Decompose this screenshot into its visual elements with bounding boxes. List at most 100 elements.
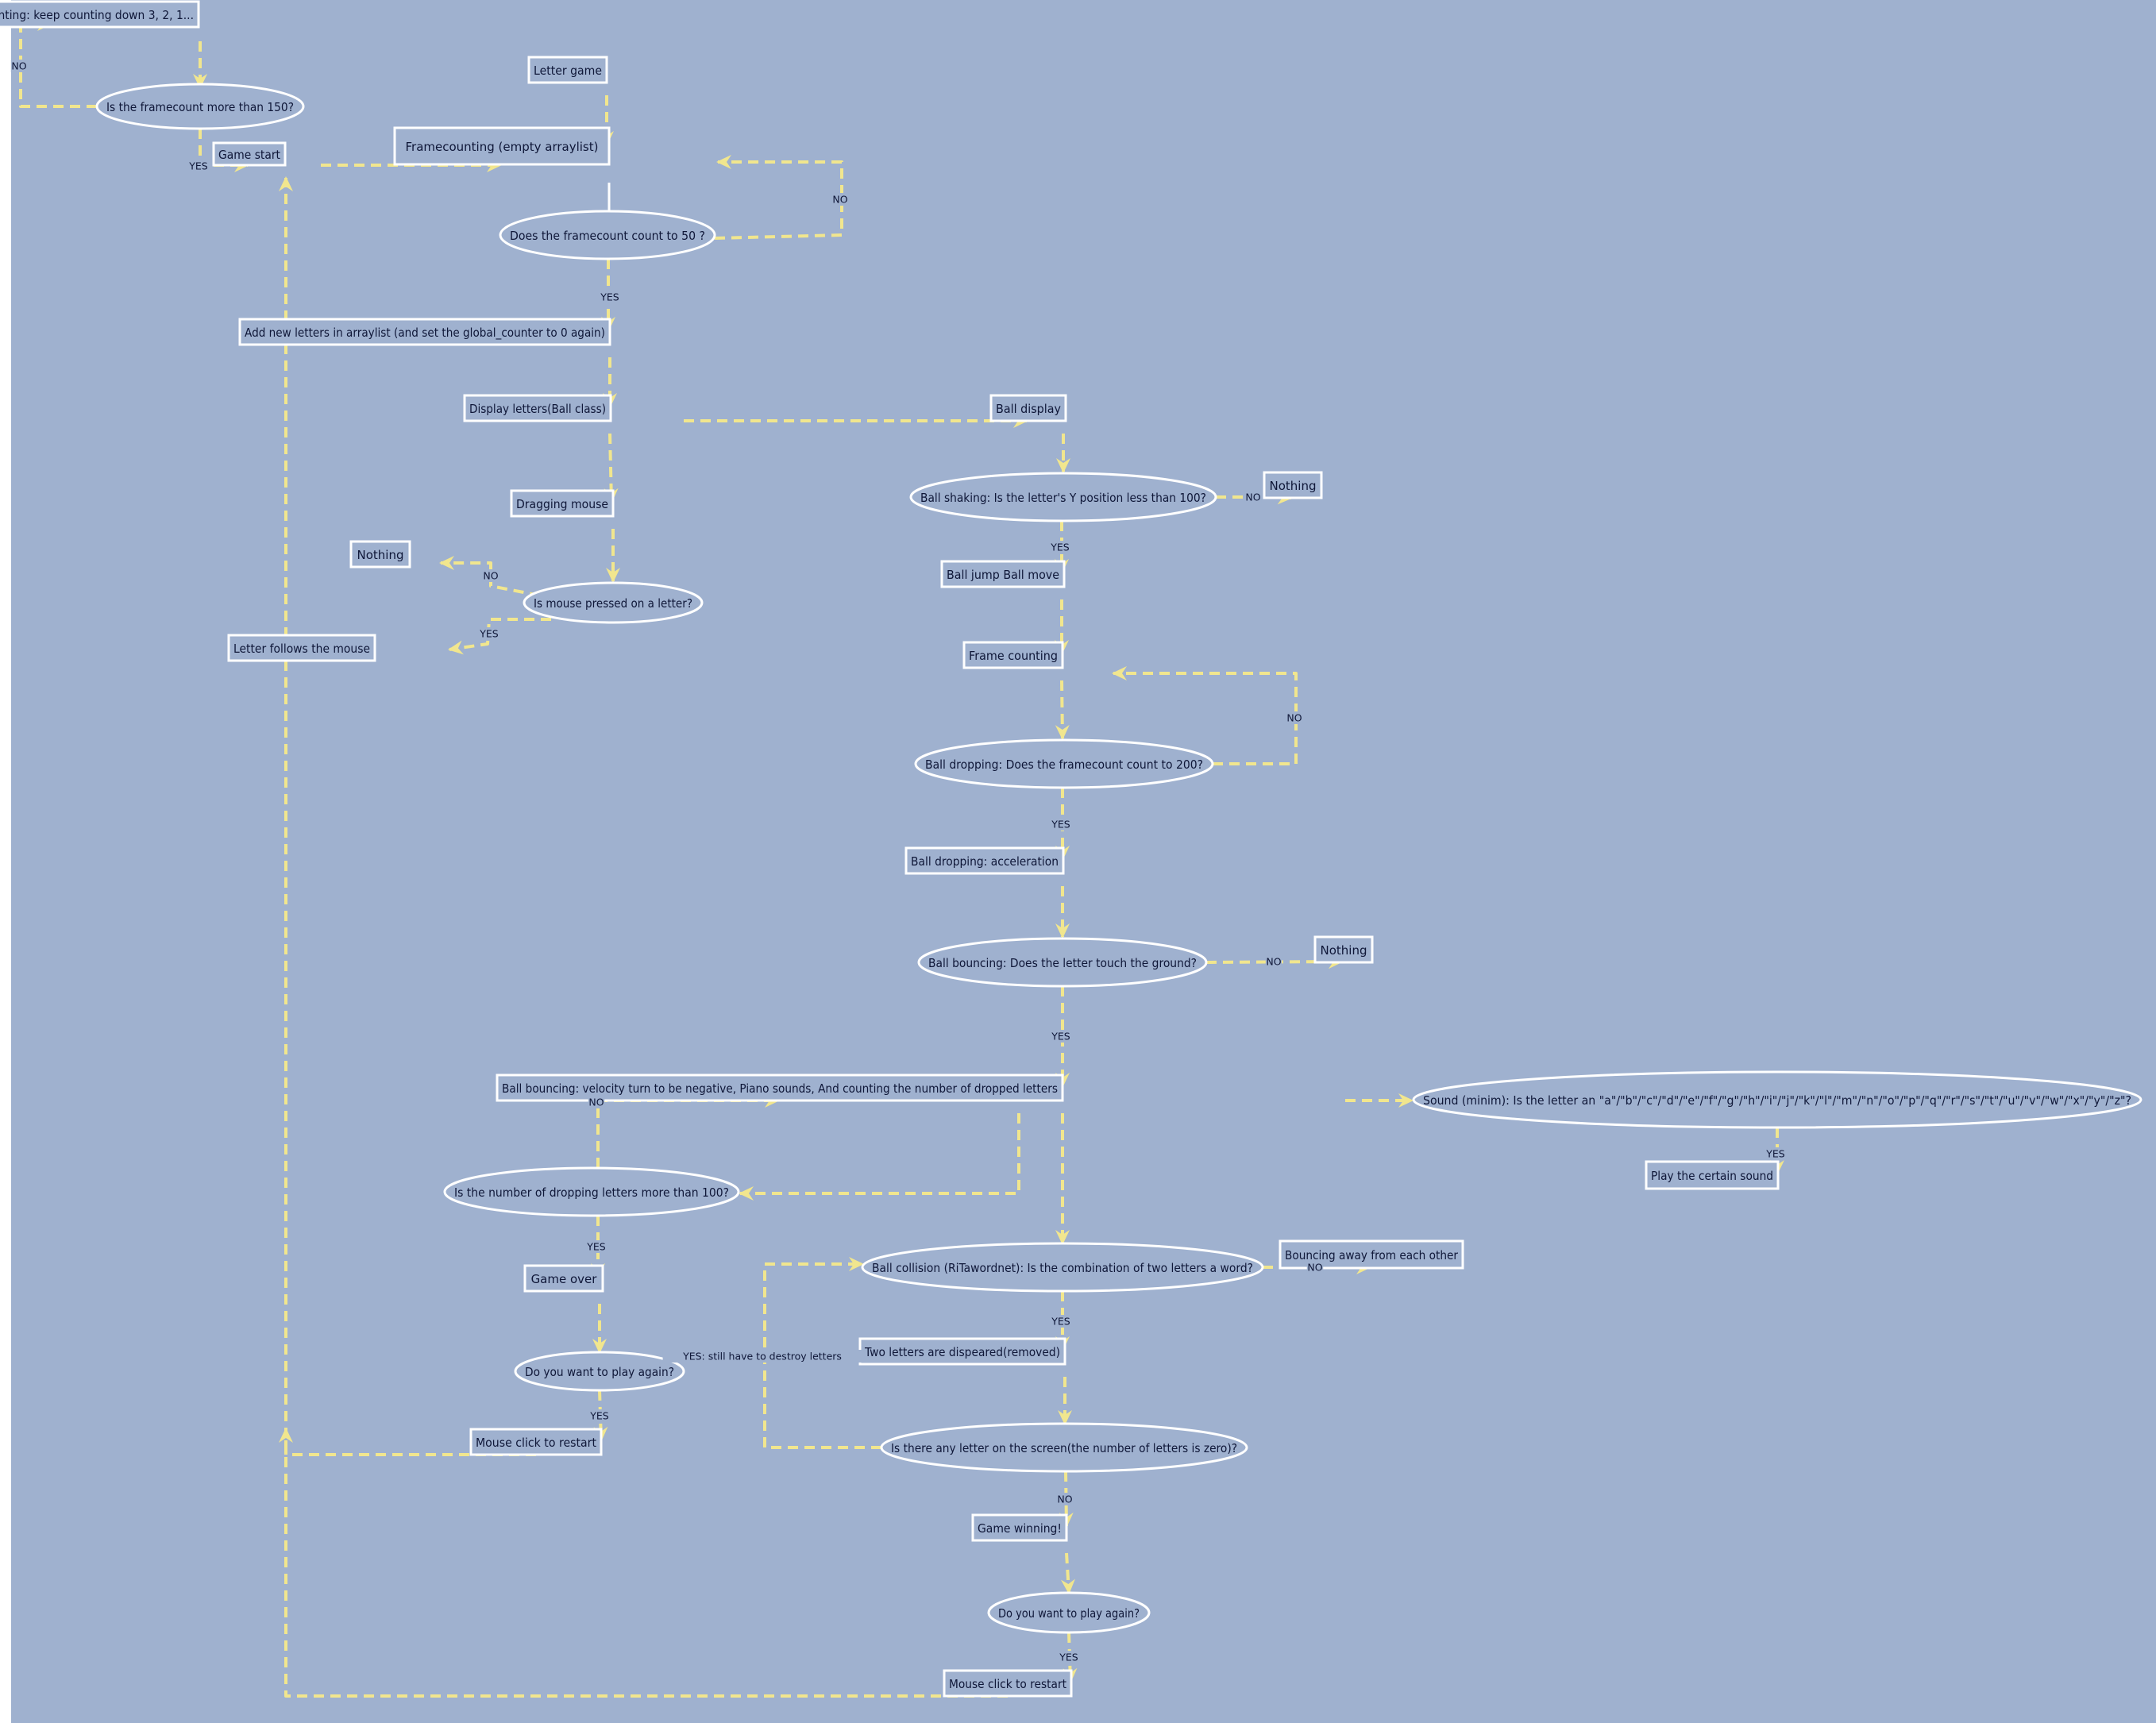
node-label: Ball dropping: acceleration: [911, 854, 1059, 869]
process-box: [212, 141, 287, 167]
node-again2: Do you want to play again?: [987, 1591, 1151, 1634]
edge-label: YES: [1051, 819, 1070, 831]
node-label: Letter follows the mouse: [233, 642, 370, 656]
process-box: [238, 318, 611, 346]
edge-label-group: NO: [1244, 491, 1262, 503]
node-label: Game over: [531, 1272, 598, 1286]
node-nothing3: Nothing: [1313, 935, 1374, 964]
edge-framecount2-to-drop200: [1055, 680, 1070, 740]
edge-label-group: NO: [482, 569, 499, 582]
edge-drop200-to-framecount2: [1112, 666, 1298, 765]
node-label: Display letters(Ball class): [469, 402, 606, 416]
node-start: Game start: [212, 141, 287, 167]
edge-label-bg: [1244, 491, 1262, 503]
edge-label-group: NO: [10, 60, 28, 72]
node-sound: Sound (minim): Is the letter an "a"/"b"/…: [1412, 1070, 2143, 1129]
node-shaking: Ball shaking: Is the letter's Y position…: [909, 472, 1217, 522]
edge-label: YES: [1765, 1148, 1785, 1160]
node-nothing2: Nothing: [1263, 471, 1323, 499]
node-label: Nothing: [357, 548, 404, 562]
node-label: Game winning!: [978, 1521, 1062, 1536]
edge-velocity-to-more100: [739, 1113, 1020, 1201]
edge-label-group: YES: [1050, 818, 1072, 831]
node-label: Add new letters in arraylist (and set th…: [245, 326, 605, 341]
decision-ellipse: [861, 1242, 1264, 1293]
edge-label: NO: [1245, 491, 1260, 503]
edge-label-group: NO: [1306, 1261, 1324, 1274]
node-label: Bouncing away from each other: [1285, 1248, 1459, 1262]
node-label: Sound (minim): Is the letter an "a"/"b"/…: [1423, 1093, 2131, 1108]
edge-label-bg: [1050, 1315, 1072, 1328]
process-box: [1313, 935, 1374, 964]
edge-label-bg: [1049, 541, 1071, 553]
node-label: Dragging mouse: [516, 497, 608, 511]
node-disappeared: Two letters are dispeared(removed): [858, 1337, 1066, 1366]
node-label: Game start: [218, 148, 280, 162]
edge-label: YES: [1051, 1031, 1070, 1043]
edge-label-group: NO: [1286, 711, 1303, 724]
node-anyletter: Is there any letter on the screen(the nu…: [880, 1422, 1248, 1473]
node-pressed: Is mouse pressed on a letter?: [523, 581, 704, 624]
edge-label: NO: [832, 194, 847, 206]
nodes-layer: framecount counting: keep counting down …: [0, 0, 2143, 1698]
node-label: Ball display: [996, 402, 1061, 416]
edge-label: NO: [1286, 712, 1302, 724]
node-label: Two letters are dispeared(removed): [864, 1345, 1060, 1359]
node-dragging: Dragging mouse: [510, 489, 615, 518]
edge-label-group: NO: [831, 193, 849, 206]
edge-label-bg: [831, 193, 849, 206]
edge-label: YES: [479, 628, 499, 640]
edge-label-bg: [1056, 1493, 1074, 1505]
edge-pressed-to-nothing1: [439, 556, 541, 597]
node-touch: Ball bouncing: Does the letter touch the…: [917, 937, 1208, 988]
node-label: Ball bouncing: velocity turn to be negat…: [502, 1081, 1058, 1096]
edge-label-bg: [599, 291, 621, 303]
decision-ellipse: [909, 472, 1217, 522]
decision-ellipse: [95, 83, 305, 130]
edge-label-group: NO: [1265, 955, 1282, 968]
edge-label: NO: [1057, 1494, 1072, 1505]
edge-label-bg: [1058, 1651, 1080, 1663]
node-label: Is the number of dropping letters more t…: [454, 1185, 729, 1200]
node-count: framecount counting: keep counting down …: [0, 0, 200, 29]
decision-ellipse: [880, 1422, 1248, 1473]
node-collision: Ball collision (RiTawordnet): Is the com…: [861, 1242, 1264, 1293]
edge-label: YES: [1051, 1316, 1070, 1328]
node-label: Play the certain sound: [1651, 1169, 1773, 1183]
process-box: [1645, 1160, 1780, 1190]
edge-label-group: YES: [588, 1409, 611, 1422]
edge-label: YES: [1050, 542, 1070, 553]
node-framecounting: Framecounting (empty arraylist): [393, 126, 611, 166]
decision-ellipse: [499, 210, 716, 260]
edge-label-group: YES: [1050, 1030, 1072, 1043]
node-drop200: Ball dropping: Does the framecount count…: [914, 738, 1214, 789]
process-box: [527, 56, 608, 84]
node-label: Is there any letter on the screen(the nu…: [891, 1441, 1237, 1455]
node-bounceaway: Bouncing away from each other: [1279, 1239, 1464, 1270]
node-more100: Is the number of dropping letters more t…: [443, 1166, 740, 1217]
node-label: Mouse click to restart: [949, 1677, 1066, 1691]
node-playsound: Play the certain sound: [1645, 1160, 1780, 1190]
edge-label: YES: [188, 160, 208, 172]
process-box: [1263, 471, 1323, 499]
node-label: Ball jump Ball move: [947, 568, 1059, 582]
process-box: [469, 1428, 603, 1456]
node-jump: Ball jump Ball move: [940, 560, 1066, 588]
node-label: Letter game: [534, 64, 602, 78]
edge-restart2-to-start: [279, 1428, 1008, 1698]
edge-label-bg: [662, 1350, 862, 1363]
node-label: Do you want to play again?: [998, 1606, 1140, 1621]
edge-label: NO: [588, 1097, 604, 1108]
edge-label-bg: [187, 160, 210, 172]
process-box: [463, 394, 612, 422]
node-label: Ball dropping: Does the framecount count…: [925, 757, 1203, 772]
process-box: [349, 540, 411, 569]
process-box: [904, 846, 1065, 875]
edge-label-bg: [1050, 1030, 1072, 1043]
edge-labels-layer: NOYESNOYESNOYESNOYESNOYESNOYESYESNOYESYE…: [10, 60, 1787, 1663]
node-more150: Is the framecount more than 150?: [95, 83, 305, 130]
edge-label-group: YES: [187, 160, 210, 172]
edge-label: NO: [1307, 1262, 1322, 1274]
node-velocity: Ball bouncing: velocity turn to be negat…: [496, 1074, 1064, 1102]
